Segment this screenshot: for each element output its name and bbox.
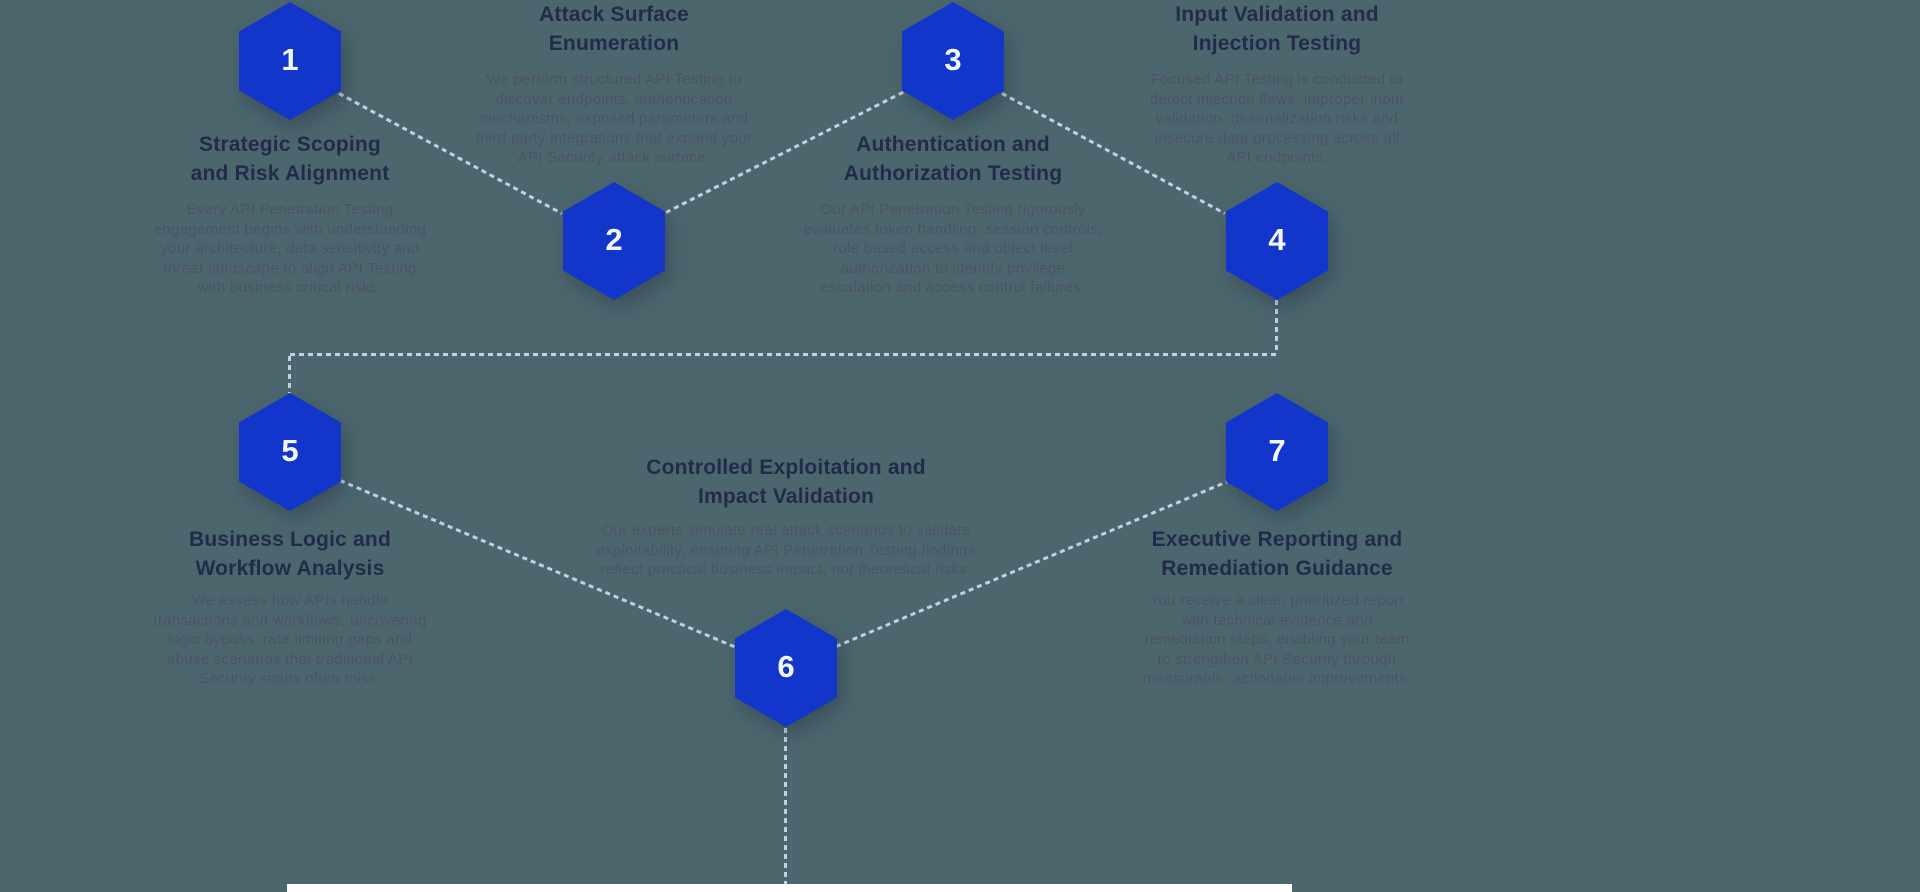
hexagon-shape: 5: [239, 393, 341, 511]
step-1-title: Strategic Scoping and Risk Alignment: [190, 133, 390, 185]
step-6-number: 6: [777, 648, 795, 684]
step-3-number: 3: [944, 41, 962, 77]
step-5-title: Business Logic and Workflow Analysis: [189, 528, 391, 580]
hexagon-step-1: 1: [239, 2, 341, 120]
step-1-number: 1: [281, 41, 299, 77]
hexagon-step-7: 7: [1226, 393, 1328, 511]
connector-5-up: [288, 356, 291, 393]
hexagon-shape: 4: [1226, 182, 1328, 300]
step-2-title: Attack Surface Enumeration: [539, 3, 689, 55]
hexagon-step-5: 5: [239, 393, 341, 511]
hexagon-shape: 6: [735, 609, 837, 727]
step-4-number: 4: [1268, 221, 1286, 257]
next-section-edge: [287, 884, 1292, 892]
step-2-number: 2: [605, 221, 623, 257]
step-6-description: Our experts simulate real attack scenari…: [596, 522, 976, 578]
step-7-description: You receive a clear, prioritized report …: [1142, 592, 1412, 687]
step-7-number: 7: [1268, 432, 1286, 468]
step-1-description: Every API Penetration Testing engagement…: [153, 201, 427, 296]
step-3-title: Authentication and Authorization Testing: [843, 133, 1063, 185]
step-3-description: Our API Penetration Testing rigorously e…: [803, 201, 1103, 296]
step-4-title: Input Validation and Injection Testing: [1175, 3, 1379, 55]
hexagon-step-3: 3: [902, 2, 1004, 120]
hexagon-shape: 1: [239, 2, 341, 120]
connector-row-horizontal: [290, 353, 1276, 356]
step-5-number: 5: [281, 432, 299, 468]
hexagon-shape: 2: [563, 182, 665, 300]
hexagon-step-6: 6: [735, 609, 837, 727]
hexagon-shape: 7: [1226, 393, 1328, 511]
step-5-description: We assess how APIs handle transactions a…: [153, 592, 427, 687]
step-4-description: Focused API Testing is conducted to dete…: [1149, 71, 1405, 166]
step-6-title: Controlled Exploitation and Impact Valid…: [646, 456, 926, 508]
step-2-description: We perform structured API Testing to dis…: [475, 71, 753, 166]
connector-6-down: [784, 728, 787, 884]
hexagon-shape: 3: [902, 2, 1004, 120]
hexagon-step-2: 2: [563, 182, 665, 300]
hexagon-step-4: 4: [1226, 182, 1328, 300]
connector-4-down: [1275, 300, 1278, 354]
step-7-title: Executive Reporting and Remediation Guid…: [1151, 528, 1403, 580]
